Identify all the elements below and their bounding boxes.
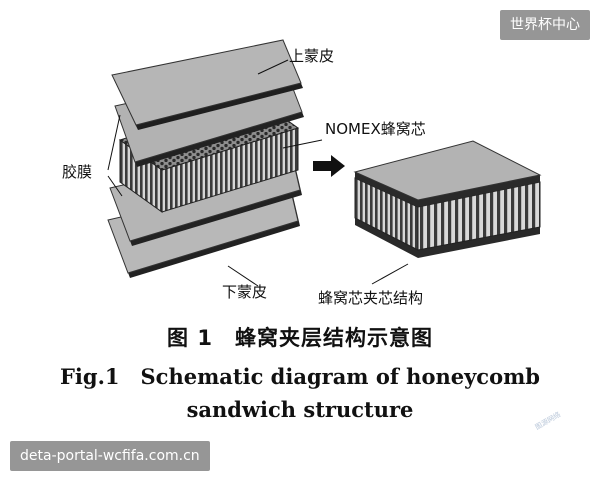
figure-caption-english-line2: sandwich structure — [186, 397, 414, 422]
arrow-right-icon — [313, 155, 345, 177]
label-sandwich-structure: 蜂窝芯夹芯结构 — [318, 289, 424, 307]
watermark-badge-bottom-left: deta-portal-wcfifa.com.cn — [10, 441, 210, 471]
leader-lines — [107, 59, 409, 287]
figure-caption-english-line1: Fig.1 Schematic diagram of honeycomb — [60, 364, 540, 389]
assembled-sandwich-panel — [353, 140, 542, 258]
label-adhesive-film: 胶膜 — [62, 163, 93, 181]
label-bottom-skin: 下蒙皮 — [222, 283, 268, 301]
leader-bottom-skin — [227, 265, 259, 287]
label-top-skin: 上蒙皮 — [289, 47, 335, 65]
leader-film-lower — [107, 175, 123, 197]
watermark-badge-top-right: 世界杯中心 — [500, 10, 590, 40]
figure-caption-chinese: 图 1 蜂窝夹层结构示意图 — [167, 326, 433, 350]
leader-film-upper — [107, 114, 121, 171]
leader-top-skin — [257, 59, 289, 75]
top-skin-sheet — [111, 39, 303, 130]
leader-nomex-core — [282, 139, 323, 149]
label-nomex-core: NOMEX蜂窝芯 — [325, 120, 426, 138]
leader-sandwich — [371, 263, 409, 285]
